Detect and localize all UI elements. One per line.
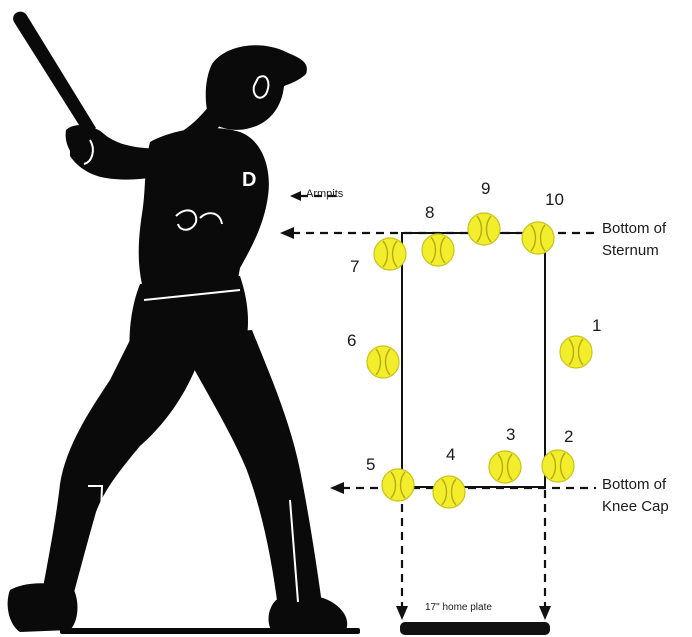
softball-1 [559, 335, 593, 369]
home-plate [400, 622, 550, 635]
ball-number-10: 10 [545, 190, 564, 209]
knee-label-line2: Knee Cap [602, 498, 669, 515]
plate-arrowhead-left [396, 606, 408, 620]
ball-number-1: 1 [592, 316, 602, 335]
ground-line [60, 628, 360, 634]
back-shoe [7, 583, 78, 632]
plate-arrowhead-right [539, 606, 551, 620]
ball-number-9: 9 [481, 179, 491, 198]
softball-7 [373, 237, 407, 271]
home-plate-label: 17" home plate [425, 602, 492, 613]
ball-number-7: 7 [350, 257, 360, 276]
bat [13, 11, 96, 136]
knee-label-line1: Bottom of [602, 476, 667, 493]
helmet-ear-flap [252, 75, 270, 99]
belt-line [143, 289, 241, 301]
armpits-arrowhead [290, 191, 301, 201]
softball-10 [521, 221, 555, 255]
softball-9 [467, 212, 501, 246]
softballs [366, 212, 593, 509]
sternum-arrowhead [280, 227, 294, 239]
knee-arrowhead [330, 482, 344, 494]
hand-detail [83, 139, 94, 165]
knee-label: Bottom of Knee Cap [602, 474, 669, 518]
softball-4 [432, 475, 466, 509]
hands [65, 125, 104, 164]
ball-number-3: 3 [506, 425, 516, 444]
softball-8 [421, 233, 455, 267]
front-leg [176, 330, 322, 608]
ball-number-6: 6 [347, 331, 357, 350]
helmet [205, 45, 307, 130]
armpits-label: Armpits [306, 188, 344, 200]
jersey-logo [175, 209, 198, 231]
ball-number-8: 8 [425, 203, 435, 222]
softball-5 [381, 468, 415, 502]
strike-zone-box [401, 232, 546, 488]
sock-stripe-front [289, 499, 299, 603]
jersey-logo-2 [199, 212, 223, 225]
softball-6 [366, 345, 400, 379]
batter-silhouette [7, 11, 360, 634]
ball-number-4: 4 [446, 445, 456, 464]
back-leg [40, 336, 206, 604]
front-shoe [268, 595, 348, 632]
sternum-label-line1: Bottom of [602, 220, 667, 237]
arrowheads [280, 191, 551, 620]
sternum-label: Bottom of Sternum [602, 218, 666, 262]
ball-number-5: 5 [366, 455, 376, 474]
jersey-number: D [242, 169, 256, 191]
sock-stripe-back [88, 485, 104, 601]
softball-3 [488, 450, 522, 484]
ball-number-2: 2 [564, 427, 574, 446]
jersey [138, 127, 269, 298]
softball-2 [541, 449, 575, 483]
sternum-label-line2: Sternum [602, 242, 659, 259]
uniform-details [83, 75, 299, 603]
